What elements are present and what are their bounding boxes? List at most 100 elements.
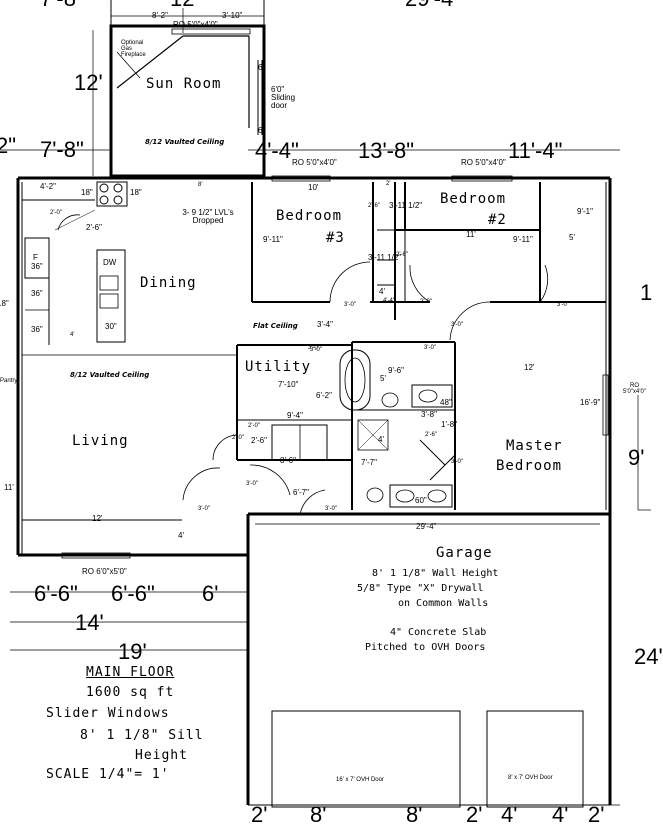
bath-dim-60: 60" bbox=[415, 496, 427, 505]
sunroom-label: Sun Room bbox=[146, 76, 222, 92]
bath-dim-26: 2'-6" bbox=[425, 432, 437, 438]
bath-dim-77: 7'-7" bbox=[361, 458, 377, 467]
master-label: Master bbox=[506, 438, 563, 454]
fireplace-label: Optional Gas Fireplace bbox=[121, 40, 146, 58]
bedroom3-dim-b: 3'-11 1/2" bbox=[389, 201, 423, 210]
bedroom2-door: 3'-0" bbox=[557, 302, 569, 308]
kitchen-dim-4: 8' bbox=[198, 182, 203, 188]
hall-door-1: 3'-0" bbox=[424, 345, 436, 351]
garage-dim-g7: 2' bbox=[588, 802, 605, 827]
master-window-label: RO 5'0"x4'0" bbox=[623, 383, 646, 395]
fridge-width: 36" bbox=[31, 262, 43, 271]
sunroom-width-dim: 8'-2" bbox=[152, 11, 168, 20]
info-sqft: 1600 sq ft bbox=[86, 685, 175, 700]
bedroom3-dim-d: 2'-6" bbox=[396, 252, 408, 258]
bedroom2-closet-height: 9'-1" bbox=[577, 207, 593, 216]
bedroom3-height: 9'-11" bbox=[263, 235, 283, 244]
sliding-door-dim-2: 6' bbox=[258, 126, 264, 135]
hall-dim: 3'-4" bbox=[317, 320, 333, 329]
garage-dim-g1: 2' bbox=[251, 802, 268, 827]
bath-dim-5: 5' bbox=[380, 374, 386, 383]
counter-36a: 36" bbox=[31, 289, 43, 298]
bedroom3-dim-h: 4'-4" bbox=[383, 298, 395, 304]
garage-note-5: Pitched to OVH Doors bbox=[365, 642, 486, 653]
garage-note-4: 4" Concrete Slab bbox=[390, 627, 487, 638]
garage-dim-g2: 8' bbox=[310, 802, 327, 827]
sunroom-wall bbox=[109, 24, 266, 178]
left-dim-2: 7'-8" bbox=[40, 137, 84, 162]
garage-dim-g3: 8' bbox=[406, 802, 423, 827]
counter-30: 30" bbox=[105, 322, 117, 331]
kitchen-dim-1: 4'-2" bbox=[40, 182, 56, 191]
bedroom3-closet-dim: 2'-6" bbox=[368, 203, 380, 209]
bedroom2-number: #2 bbox=[488, 212, 507, 228]
info-height: Height bbox=[135, 748, 188, 763]
utility-dim-86: 8'-6" bbox=[280, 456, 296, 465]
left-dim-18: 18" bbox=[0, 299, 9, 308]
living-window-label: RO 6'0"x5'0" bbox=[82, 567, 127, 576]
utility-dim-94: 9'-4" bbox=[287, 411, 303, 420]
top-dim-3: 29'-4" bbox=[405, 0, 461, 10]
master-width: 12' bbox=[524, 363, 535, 372]
kitchen-dim-6: 2'-6" bbox=[86, 223, 102, 232]
garage-door-2-label: 8' x 7' OVH Door bbox=[508, 775, 553, 781]
master-height: 16'-9" bbox=[580, 398, 601, 407]
utility-width: 7'-10" bbox=[278, 380, 299, 389]
top-dim-2: 12' bbox=[170, 0, 199, 10]
upper-dim-2: 13'-8" bbox=[358, 138, 415, 163]
utility-door-2: 3'-0" bbox=[246, 481, 258, 487]
garage-label: Garage bbox=[436, 545, 493, 561]
garage-door-1-label: 16' x 7' OVH Door bbox=[336, 777, 384, 783]
sunroom-right-dim: 3'-10" bbox=[222, 11, 243, 20]
right-dim-1: 1 bbox=[640, 280, 653, 305]
kitchen-dim-2: 18" bbox=[81, 188, 93, 197]
bedroom2-label: Bedroom bbox=[440, 191, 507, 207]
utility-dim-4: 4' bbox=[178, 531, 184, 540]
kitchen-dim-5: 2'-0" bbox=[50, 210, 62, 216]
bath-dim-96: 9'-6" bbox=[388, 366, 404, 375]
bedroom3-window-label: RO 5'0"x4'0" bbox=[292, 158, 337, 167]
bedroom3-dim-a: 2' bbox=[386, 181, 391, 187]
info-windows: Slider Windows bbox=[46, 706, 170, 721]
garage-width: 29'-4" bbox=[416, 522, 437, 531]
utility-door: 3'-0" bbox=[308, 345, 320, 351]
utility-dim-20b: 2'-0" bbox=[248, 423, 260, 429]
bath-dim-18: 1'-8" bbox=[441, 420, 457, 429]
pantry-label: Pantry bbox=[0, 378, 18, 384]
garage-note-3: on Common Walls bbox=[398, 598, 489, 609]
bedroom3-dim-g: 4' bbox=[379, 287, 385, 296]
bath-dim-4: 4' bbox=[378, 435, 384, 444]
utility-label: Utility bbox=[245, 359, 312, 375]
bath-dim-48: 48" bbox=[440, 398, 452, 407]
kitchen-dim-four: 4' bbox=[70, 332, 75, 338]
utility-height: 6'-2" bbox=[316, 391, 332, 400]
bottom-dim-c: 19' bbox=[118, 639, 147, 664]
bottom-dim-b: 14' bbox=[75, 610, 104, 635]
bedroom3-dim-c: 3'-11 1/2" bbox=[368, 253, 402, 262]
vaulted-ceiling-label: 8/12 Vaulted Ceiling bbox=[70, 371, 150, 379]
master-dim-9: 9' bbox=[628, 445, 645, 470]
utility-door-3: 3'-0" bbox=[198, 506, 210, 512]
dishwasher-label: DW bbox=[103, 258, 117, 267]
garage-note-1: 8' 1 1/8" Wall Height bbox=[372, 568, 499, 579]
bottom-dim-a2: 6'-6" bbox=[111, 581, 155, 606]
dining-label: Dining bbox=[140, 275, 197, 291]
utility-dim-20: 2'-0" bbox=[232, 435, 244, 441]
garage-dim-g6: 4' bbox=[552, 802, 569, 827]
bedroom2-height: 9'-11" bbox=[513, 235, 533, 244]
bedroom2-closet-width: 5' bbox=[569, 233, 575, 242]
upper-dim-3: 11'-4" bbox=[508, 138, 563, 163]
info-title: MAIN FLOOR bbox=[86, 665, 175, 680]
sunroom-window-label: RO 5'0"x4'0" bbox=[173, 20, 218, 29]
bedroom3-door: 3'-0" bbox=[344, 302, 356, 308]
top-dim-1: 7'-8" bbox=[40, 0, 84, 10]
bedroom2-window-label: RO 5'0"x4'0" bbox=[461, 158, 506, 167]
flat-ceiling-label: Flat Ceiling bbox=[253, 322, 298, 330]
counter-36b: 36" bbox=[31, 325, 43, 334]
bottom-dim-a3: 6' bbox=[202, 581, 219, 606]
living-width-dim: 12' bbox=[92, 514, 103, 523]
info-sill: 8' 1 1/8" Sill bbox=[80, 728, 204, 743]
sunroom-height-dim: 12' bbox=[74, 70, 103, 95]
bottom-dim-a1: 6'-6" bbox=[34, 581, 78, 606]
